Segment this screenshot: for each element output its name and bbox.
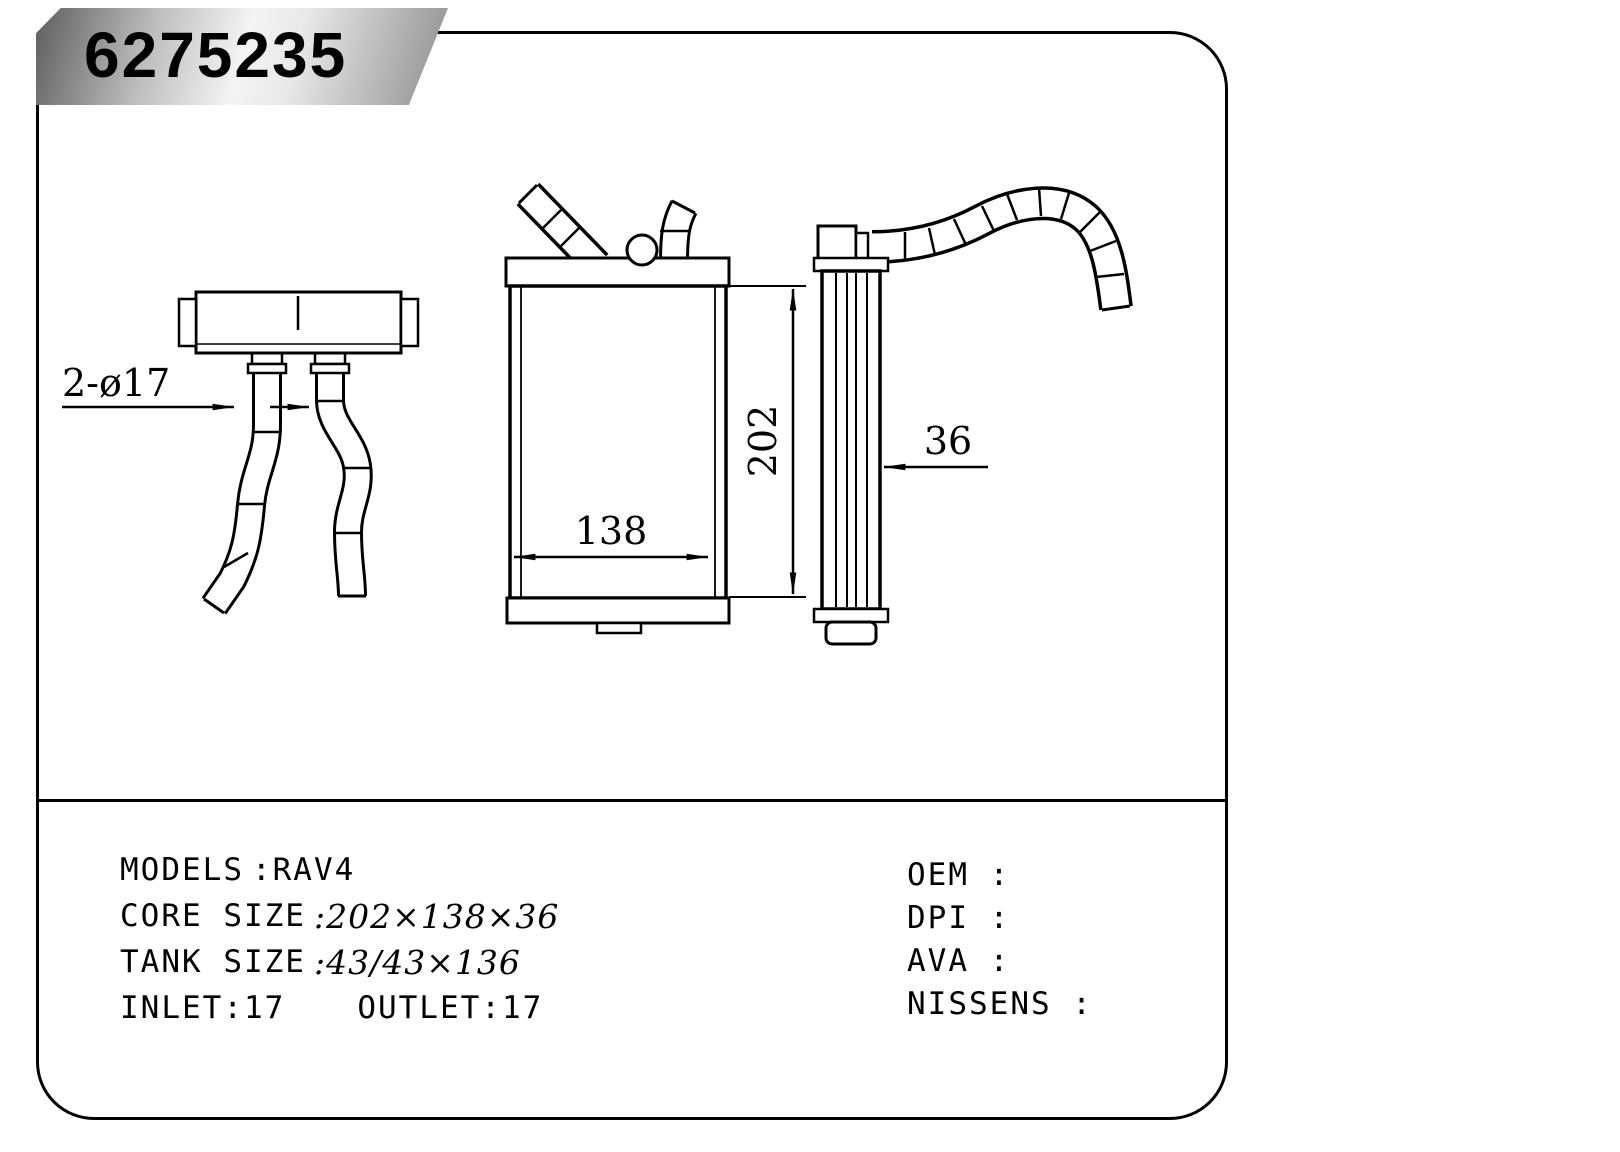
spec-row-tank-size: TANK SIZE:43/43×136 [120,939,559,985]
nissens-label: NISSENS : [907,985,1093,1022]
dimension-core-depth: 36 [883,419,988,471]
spec-row-models: MODELS:RAV4 [120,847,559,893]
core-front-view [504,182,731,635]
dimension-pipe-diameter-label: 2-ø17 [62,361,170,405]
tank-size-value: :43/43×136 [313,942,521,982]
outlet-value: OUTLET:17 [357,990,544,1026]
dimension-core-width-label: 138 [575,509,648,553]
part-number-badge: 6275235 [36,8,448,105]
dimension-core-height-label: 202 [741,405,785,478]
tank-top-view [177,290,420,615]
dimension-core-width: 138 [513,509,709,561]
spec-row-oem: OEM : [907,853,1093,896]
spec-row-nissens: NISSENS : [907,982,1093,1025]
dimension-core-height: 202 [729,285,806,598]
models-label: MODELS [120,852,244,888]
inlet-value: INLET:17 [120,990,286,1026]
spec-row-core-size: CORE SIZE:202×138×36 [120,893,559,939]
dpi-label: DPI : [907,899,1011,936]
dimension-pipe-diameter: 2-ø17 [62,361,310,411]
ava-label: AVA : [907,942,1011,979]
core-size-value: :202×138×36 [313,896,560,936]
oem-label: OEM : [907,856,1011,893]
sheet-border [36,31,1228,1120]
spec-row-dpi: DPI : [907,896,1093,939]
spec-table-right: OEM : DPI : AVA : NISSENS : [907,853,1093,1025]
core-size-label: CORE SIZE [120,898,306,934]
spec-divider-line [39,799,1225,802]
part-number: 6275235 [84,18,348,91]
spec-row-inlet-outlet: INLET:17 OUTLET:17 [120,985,559,1031]
tank-size-label: TANK SIZE [120,944,306,980]
dimension-core-depth-label: 36 [924,419,972,463]
core-side-view [812,186,1133,646]
spec-row-ava: AVA : [907,939,1093,982]
models-value: :RAV4 [251,852,356,888]
spec-table-left: MODELS:RAV4 CORE SIZE:202×138×36 TANK SI… [120,847,559,1031]
